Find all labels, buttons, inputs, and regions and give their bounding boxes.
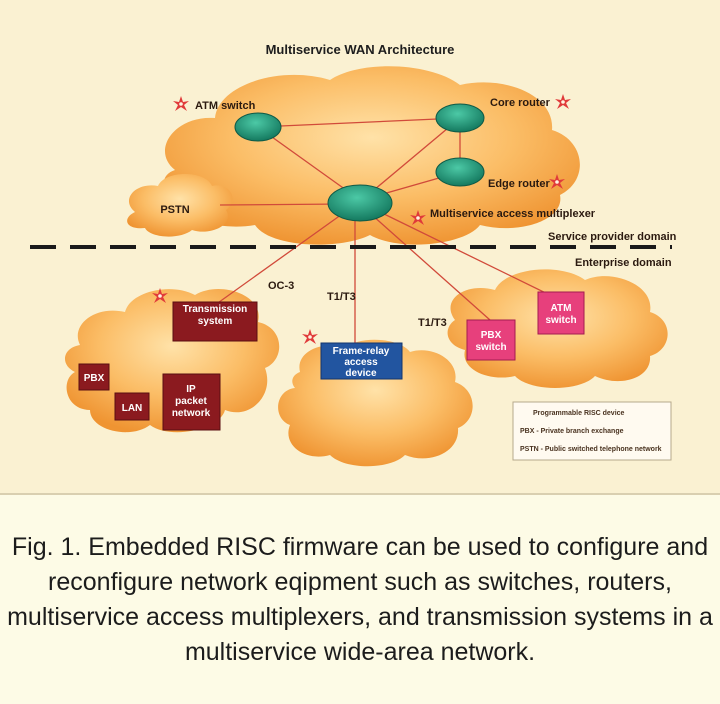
label-t1-t3-right: T1/T3 bbox=[418, 317, 447, 329]
figure-caption: Fig. 1. Embedded RISC firmware can be us… bbox=[7, 532, 713, 666]
risc-star-icon bbox=[555, 94, 571, 109]
label-core-router: Core router bbox=[490, 97, 551, 109]
legend-item-risc: Programmable RISC device bbox=[533, 410, 625, 417]
lan-box: LAN bbox=[114, 392, 150, 421]
label-multiservice-mux: Multiservice access multiplexer bbox=[430, 208, 596, 220]
legend-item-pbx: PBX - Private branch exchange bbox=[520, 428, 624, 435]
pstn-cloud bbox=[127, 174, 233, 237]
label-edge-router: Edge router bbox=[488, 178, 550, 190]
core-router-node bbox=[435, 103, 485, 133]
label-enterprise-domain: Enterprise domain bbox=[575, 257, 672, 269]
risc-star-icon bbox=[173, 96, 189, 111]
diagram-svg: Multiservice WAN Architecture bbox=[30, 42, 677, 467]
legend-item-pstn: PSTN - Public switched telephone network bbox=[520, 446, 662, 453]
caption-panel: Fig. 1. Embedded RISC firmware can be us… bbox=[0, 493, 720, 704]
atm-switch-node bbox=[234, 112, 282, 142]
label-oc3: OC-3 bbox=[268, 280, 294, 292]
access-links bbox=[214, 203, 561, 348]
lan-label: LAN bbox=[122, 403, 143, 414]
legend: Programmable RISC device PBX - Private b… bbox=[512, 401, 672, 461]
label-t1-t3-center: T1/T3 bbox=[327, 291, 356, 303]
edge-router-node bbox=[435, 157, 485, 187]
pbx-label: PBX bbox=[84, 373, 105, 384]
network-diagram: Multiservice WAN Architecture bbox=[0, 0, 720, 493]
label-service-provider-domain: Service provider domain bbox=[548, 231, 677, 243]
multiservice-mux-node bbox=[327, 184, 393, 222]
diagram-title: Multiservice WAN Architecture bbox=[266, 42, 455, 57]
risc-star-icon bbox=[302, 329, 318, 344]
label-atm-switch: ATM switch bbox=[195, 100, 256, 112]
label-pstn: PSTN bbox=[160, 204, 189, 216]
pbx-box: PBX bbox=[78, 363, 110, 391]
